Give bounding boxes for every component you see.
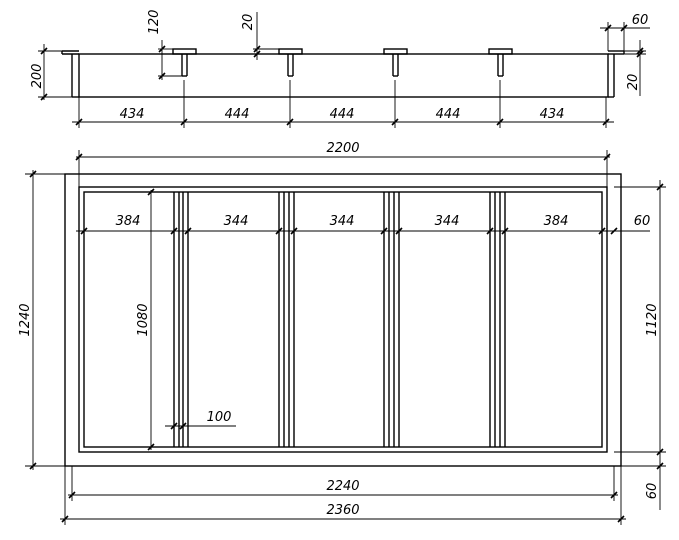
- span-label-3: 444: [330, 107, 355, 122]
- post-2: [278, 48, 303, 77]
- dim-top-board-label: 20: [241, 14, 256, 31]
- dim-rib-label: 100: [207, 410, 232, 425]
- dim-right-width: 60: [600, 13, 650, 51]
- dim-post-height: 120: [147, 10, 182, 80]
- cell-label-4: 344: [435, 214, 460, 229]
- dim-right-width-label: 60: [632, 13, 649, 28]
- dim-post-height-label: 120: [147, 10, 162, 35]
- dim-height-outer-label: 1240: [18, 303, 33, 336]
- dim-right-thick-label: 20: [626, 74, 641, 91]
- dim-height-inner: 1120: [614, 180, 666, 462]
- dim-top-board: 20: [241, 12, 279, 60]
- dim-cells: 384 344 344 344 384: [76, 214, 610, 235]
- plan-outer-frame: [64, 173, 622, 467]
- dim-height-outer: 1240: [18, 170, 65, 470]
- dim-right-margin: 60: [604, 214, 651, 235]
- cell-label-3: 344: [330, 214, 355, 229]
- dim-right-thick: 20: [624, 40, 646, 96]
- rib-1: [173, 192, 189, 447]
- section-body: [78, 53, 609, 98]
- dim-inner-height: 1080: [136, 188, 155, 451]
- dim-width-mid-label: 2240: [326, 479, 359, 494]
- dim-width-inner: 2200: [75, 141, 611, 187]
- dim-width-mid: 2240: [68, 466, 618, 501]
- dim-right-margin-label: 60: [634, 214, 651, 229]
- dim-section-height: 200: [30, 44, 72, 101]
- dim-section-height-label: 200: [30, 64, 45, 89]
- rib-3: [383, 192, 400, 447]
- dim-width-outer: 2360: [60, 466, 626, 525]
- dim-spans: 434 444 444 444 434: [72, 80, 614, 128]
- cell-label-2: 344: [224, 214, 249, 229]
- span-label-5: 434: [540, 107, 565, 122]
- span-label-4: 444: [436, 107, 461, 122]
- dim-bottom-margin: 60: [621, 462, 666, 510]
- cell-label-5: 384: [544, 214, 569, 229]
- plan-view: 2200 1240 1080 100: [18, 141, 666, 525]
- dim-width-inner-label: 2200: [326, 141, 359, 156]
- post-4: [488, 48, 513, 77]
- cell-label-1: 384: [116, 214, 141, 229]
- section-view: 200 120 20 60: [30, 10, 650, 128]
- dim-inner-height-label: 1080: [136, 303, 151, 336]
- span-label-2: 444: [225, 107, 250, 122]
- post-3: [383, 48, 408, 77]
- dim-height-inner-label: 1120: [645, 303, 660, 336]
- plan-inner-frame: [78, 186, 608, 453]
- dim-bottom-margin-label: 60: [645, 483, 660, 500]
- dim-width-outer-label: 2360: [326, 503, 359, 518]
- post-1: [172, 48, 197, 77]
- dim-rib: 100: [165, 410, 236, 430]
- rib-4: [489, 192, 506, 447]
- rib-2: [278, 192, 295, 447]
- span-label-1: 434: [120, 107, 145, 122]
